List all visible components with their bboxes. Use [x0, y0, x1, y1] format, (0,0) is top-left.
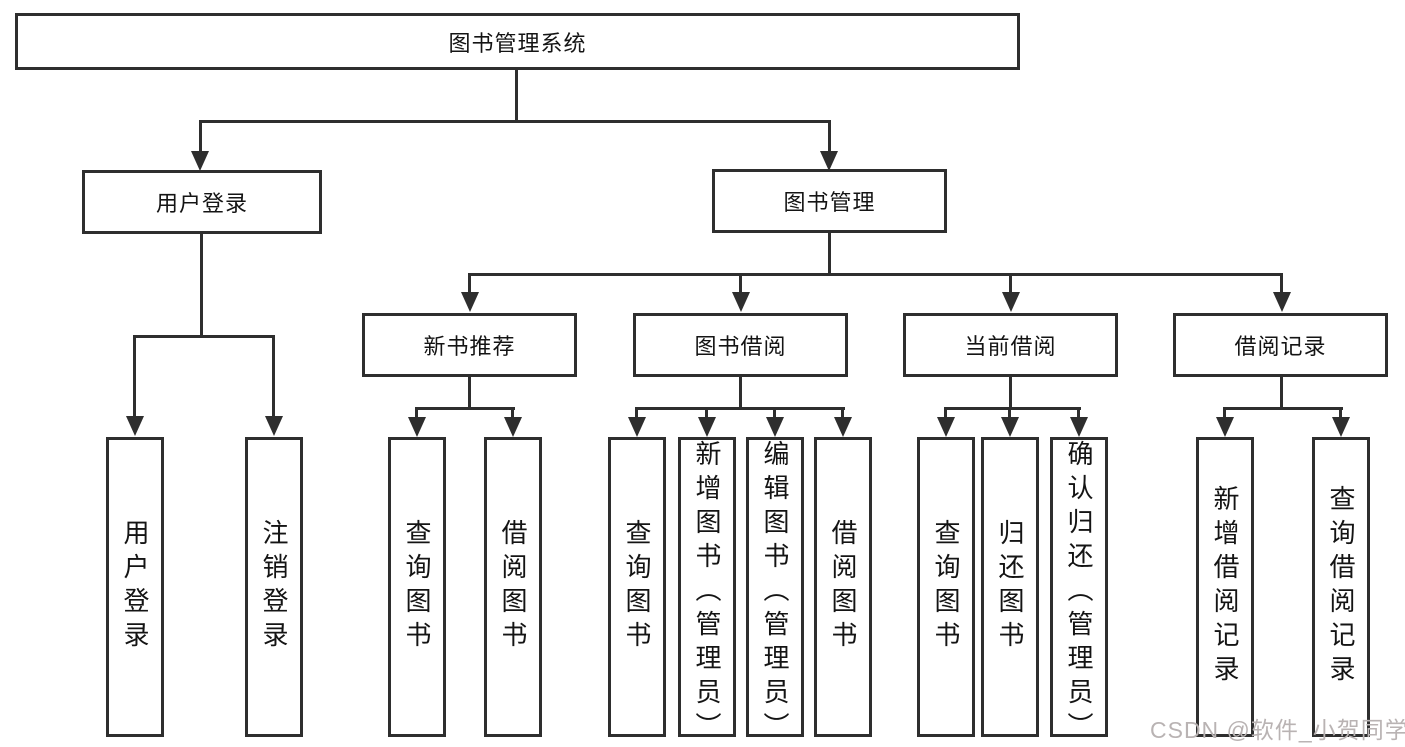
leaf-add-borrow-record: 新增借阅记录 — [1196, 437, 1254, 737]
node-book-management: 图书管理 — [712, 169, 947, 233]
node-current-borrowing-label: 当前借阅 — [964, 334, 1057, 359]
connector-line — [272, 335, 275, 418]
connector-line — [468, 273, 1283, 276]
csdn-watermark: CSDN @软件_小贺同学 — [1150, 717, 1405, 743]
connector-line — [133, 335, 136, 418]
leaf-query-borrow-record: 查询借阅记录 — [1312, 437, 1370, 737]
node-user-login-label: 用户登录 — [155, 191, 248, 216]
leaf-add-books-admin: 新增图书（管理员） — [678, 437, 736, 746]
node-new-book-recommend-label: 新书推荐 — [423, 334, 516, 359]
arrow-down-icon — [1332, 417, 1350, 437]
leaf-query-books-2: 查询图书 — [608, 437, 666, 737]
arrow-down-icon — [628, 417, 646, 437]
arrow-down-icon — [1216, 417, 1234, 437]
connector-line — [828, 233, 831, 276]
arrow-down-icon — [191, 151, 209, 171]
connector-line — [1280, 273, 1283, 294]
leaf-query-borrow-record-label: 查询借阅记录 — [1326, 485, 1356, 689]
arrow-down-icon — [408, 417, 426, 437]
leaf-borrow-books-2: 借阅图书 — [814, 437, 872, 737]
leaf-query-books-3-label: 查询图书 — [931, 519, 961, 655]
connector-line — [1339, 407, 1342, 419]
connector-line — [1223, 407, 1343, 410]
arrow-down-icon — [265, 416, 283, 436]
arrow-down-icon — [834, 417, 852, 437]
connector-line — [705, 407, 708, 419]
leaf-return-books: 归还图书 — [981, 437, 1039, 737]
node-current-borrowing: 当前借阅 — [903, 313, 1118, 377]
leaf-user-login-label: 用户登录 — [120, 519, 150, 655]
leaf-confirm-return-admin-label: 确认归还（管理员） — [1064, 440, 1094, 746]
arrow-down-icon — [820, 151, 838, 171]
connector-line — [468, 273, 471, 294]
arrow-down-icon — [504, 417, 522, 437]
connector-line — [944, 407, 947, 419]
node-book-borrowing-label: 图书借阅 — [694, 334, 787, 359]
arrow-down-icon — [937, 417, 955, 437]
node-root: 图书管理系统 — [15, 13, 1020, 70]
leaf-confirm-return-admin: 确认归还（管理员） — [1050, 437, 1108, 746]
connector-line — [200, 234, 203, 335]
leaf-logout-label: 注销登录 — [259, 519, 289, 655]
connector-line — [1009, 377, 1012, 410]
connector-line — [739, 377, 742, 410]
node-book-management-label: 图书管理 — [783, 190, 876, 215]
connector-line — [468, 377, 471, 410]
arrow-down-icon — [1273, 292, 1291, 312]
connector-line — [944, 407, 1081, 410]
connector-line — [635, 407, 845, 410]
connector-line — [841, 407, 844, 419]
connector-line — [415, 407, 515, 410]
leaf-borrow-books-1-label: 借阅图书 — [498, 519, 528, 655]
node-root-label: 图书管理系统 — [448, 30, 587, 56]
leaf-return-books-label: 归还图书 — [995, 519, 1025, 655]
connector-line — [1280, 377, 1283, 410]
leaf-query-books-2-label: 查询图书 — [622, 519, 652, 655]
leaf-borrow-books-1: 借阅图书 — [484, 437, 542, 737]
leaf-add-books-admin-label: 新增图书（管理员） — [692, 440, 722, 746]
leaf-query-books-1: 查询图书 — [388, 437, 446, 737]
connector-line — [515, 70, 518, 122]
node-user-login: 用户登录 — [82, 170, 322, 234]
arrow-down-icon — [766, 417, 784, 437]
leaf-edit-books-admin: 编辑图书（管理员） — [746, 437, 804, 746]
connector-line — [415, 407, 418, 419]
connector-line — [773, 407, 776, 419]
connector-line — [1008, 407, 1011, 419]
leaf-edit-books-admin-label: 编辑图书（管理员） — [760, 440, 790, 746]
leaf-borrow-books-2-label: 借阅图书 — [828, 519, 858, 655]
leaf-add-borrow-record-label: 新增借阅记录 — [1210, 485, 1240, 689]
arrow-down-icon — [1070, 417, 1088, 437]
connector-line — [511, 407, 514, 419]
arrow-down-icon — [698, 417, 716, 437]
leaf-user-login: 用户登录 — [106, 437, 164, 737]
connector-line — [199, 120, 831, 123]
leaf-logout: 注销登录 — [245, 437, 303, 737]
arrow-down-icon — [461, 292, 479, 312]
arrow-down-icon — [732, 292, 750, 312]
arrow-down-icon — [1001, 417, 1019, 437]
node-borrowing-records-label: 借阅记录 — [1234, 334, 1327, 359]
connector-line — [1077, 407, 1080, 419]
connector-line — [1223, 407, 1226, 419]
leaf-query-books-3: 查询图书 — [917, 437, 975, 737]
connector-line — [739, 273, 742, 294]
connector-line — [635, 407, 638, 419]
leaf-query-books-1-label: 查询图书 — [402, 519, 432, 655]
node-borrowing-records: 借阅记录 — [1173, 313, 1388, 377]
arrow-down-icon — [1002, 292, 1020, 312]
connector-line — [133, 335, 275, 338]
node-new-book-recommend: 新书推荐 — [362, 313, 577, 377]
arrow-down-icon — [126, 416, 144, 436]
connector-line — [1009, 273, 1012, 294]
connector-line — [828, 120, 831, 153]
node-book-borrowing: 图书借阅 — [633, 313, 848, 377]
connector-line — [199, 120, 202, 153]
